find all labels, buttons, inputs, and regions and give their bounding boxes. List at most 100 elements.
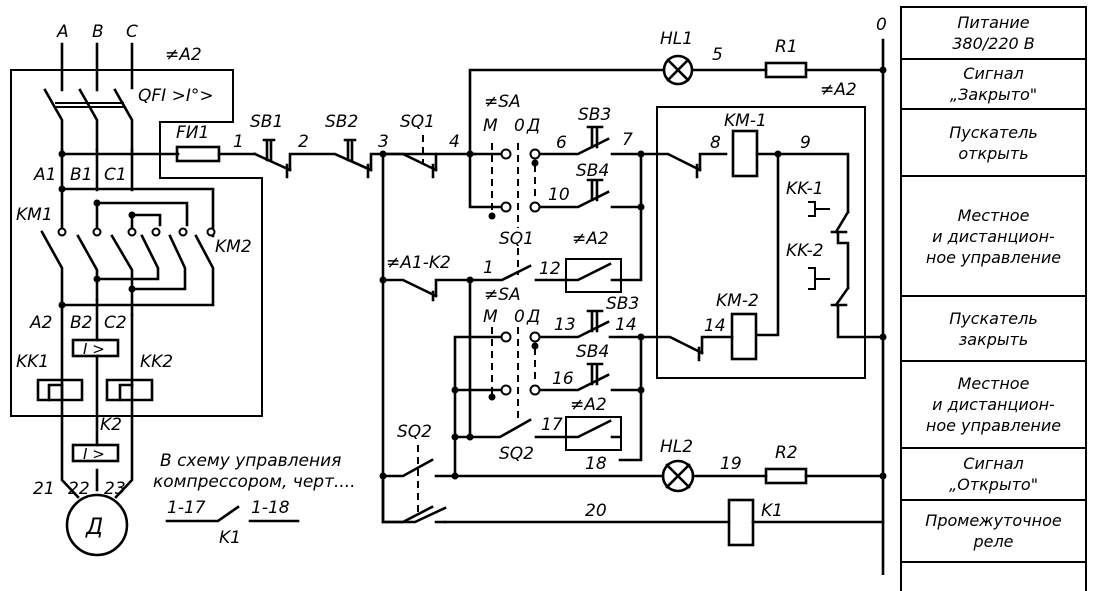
node-0-label: 0: [876, 15, 887, 35]
motor-terminal-23: 23: [104, 479, 126, 499]
lamp-hl2: [661, 459, 695, 493]
a2-relay-12: [565, 258, 622, 293]
enclosure-a2-km: [656, 106, 866, 379]
sq2-left-label: SQ2: [397, 422, 432, 442]
wire: [755, 152, 850, 337]
node-16-label: 16: [552, 369, 574, 389]
legend-starter-open: Пускатель открыть: [902, 110, 1085, 177]
breaker-label: QFI >I°>: [138, 86, 214, 106]
r1-label: R1: [775, 37, 798, 57]
junction: [531, 342, 539, 350]
phase-feed-lines: [60, 42, 134, 92]
kk2-contact: [830, 286, 885, 339]
circuit-breaker-qf1: QFI >I°>: [43, 86, 214, 152]
km2-label: KM2: [215, 237, 252, 257]
a2-label-km: ≠A2: [820, 80, 857, 100]
selector-contact: [500, 201, 512, 213]
node-17-label: 17: [541, 415, 563, 435]
selector-contact: [500, 384, 512, 396]
contactor-km1: KM1: [16, 188, 137, 317]
lamp-hl1: [662, 54, 694, 86]
coil-km1: [731, 129, 759, 178]
node-1-label: 1: [233, 132, 244, 152]
sb4-bottom-label: SB4: [576, 342, 609, 362]
legend-signal-open: Сигнал „Открыто": [902, 449, 1085, 501]
sq1-top-label: SQ1: [400, 112, 435, 132]
main-left-rail: [381, 152, 447, 524]
power-section: A B C ≠A2 QFI >I°> A1 B1 C1 FИ1 1: [10, 22, 263, 557]
wire: [608, 335, 734, 362]
push-button-actuators: [262, 138, 357, 162]
legend-intermediate-relay: Промежуточное реле: [902, 501, 1085, 563]
sb3-bottom-label: SB3: [606, 294, 639, 314]
node-20-label: 20: [585, 501, 607, 521]
junction: [488, 393, 496, 401]
sq2-mid-label: SQ2: [499, 444, 534, 464]
a2-relay-17: [565, 416, 622, 451]
a2-relay-12-contact: [564, 262, 622, 282]
enclosure-a2-outline: [10, 69, 263, 417]
bus-a1-label: A1: [33, 165, 56, 185]
a2-label-mid: ≠A2: [572, 229, 609, 249]
junction: [488, 212, 496, 220]
junction: [128, 285, 136, 293]
junction: [93, 275, 101, 283]
node-10-label: 10: [548, 185, 570, 205]
junction: [637, 150, 645, 158]
selector-link: [491, 143, 536, 228]
km-distribution-lines: [60, 187, 215, 238]
legend-table: Питание 380/220 В Сигнал „Закрыто" Пуска…: [900, 6, 1087, 591]
sa-upper-pos-m: M: [483, 116, 498, 136]
wire: [610, 335, 643, 462]
selector-contact: [529, 331, 541, 343]
sa-lower-pos-d: Д: [526, 307, 540, 327]
phase-b-label: B: [92, 22, 104, 42]
wire: [381, 264, 568, 302]
compressor-note: В схему управления компрессором, черт...…: [153, 451, 356, 548]
a2-relay-17-contact: [564, 419, 622, 439]
kk2-actuator: [808, 267, 830, 290]
bus-a2-label: A2: [29, 313, 52, 333]
note-k1-contact: [165, 505, 300, 523]
junction: [637, 333, 645, 341]
kk2-label: KK2: [140, 352, 173, 372]
relay-k1-line: [381, 474, 885, 524]
current-relay-top-label: I >: [83, 340, 105, 358]
compressor-note-line2: компрессором, черт....: [153, 472, 356, 492]
wire: [468, 152, 502, 209]
compressor-note-line1: В схему управления: [160, 451, 341, 471]
km2-coil-label: KM-2: [716, 291, 759, 311]
a2-label-low: ≠A2: [570, 395, 607, 415]
motor-leads: [60, 398, 134, 499]
sb2-label: SB2: [325, 112, 358, 132]
fuse-label: FИ1: [176, 123, 209, 143]
current-relay-k2: [71, 443, 120, 463]
node-7-label: 7: [622, 130, 633, 150]
node-2-label: 2: [298, 132, 309, 152]
a1k2-label: ≠A1-K2: [386, 253, 451, 273]
relay-coil-k1: [727, 498, 755, 547]
km1-label: KM1: [16, 205, 53, 225]
sb3-top-label: SB3: [578, 105, 611, 125]
resistor-r1: [764, 61, 808, 79]
junction: [774, 150, 782, 158]
kk1-label: KK1: [16, 352, 49, 372]
motor-terminal-22: 22: [68, 479, 90, 499]
control-schematic: A B C ≠A2 QFI >I°> A1 B1 C1 FИ1 1: [10, 15, 887, 575]
coil-km2: [730, 312, 758, 361]
sb4-top-label: SB4: [576, 161, 609, 181]
note-node-1-17: 1-17: [167, 498, 206, 518]
node-9-label: 9: [800, 133, 811, 153]
legend-control-open: Местное и дистанцион- ное управление: [902, 177, 1085, 297]
motor-d: [65, 493, 129, 557]
sa-lower-pos-0: 0: [514, 307, 525, 327]
bus-b2-label: B2: [70, 313, 92, 333]
node-5-label: 5: [712, 45, 723, 65]
junction: [637, 203, 645, 211]
junction: [379, 276, 387, 284]
junction: [637, 386, 645, 394]
node-6-label: 6: [556, 133, 567, 153]
junction: [879, 66, 887, 74]
selector-contact: [500, 148, 512, 160]
kk1-contact: [830, 210, 850, 290]
